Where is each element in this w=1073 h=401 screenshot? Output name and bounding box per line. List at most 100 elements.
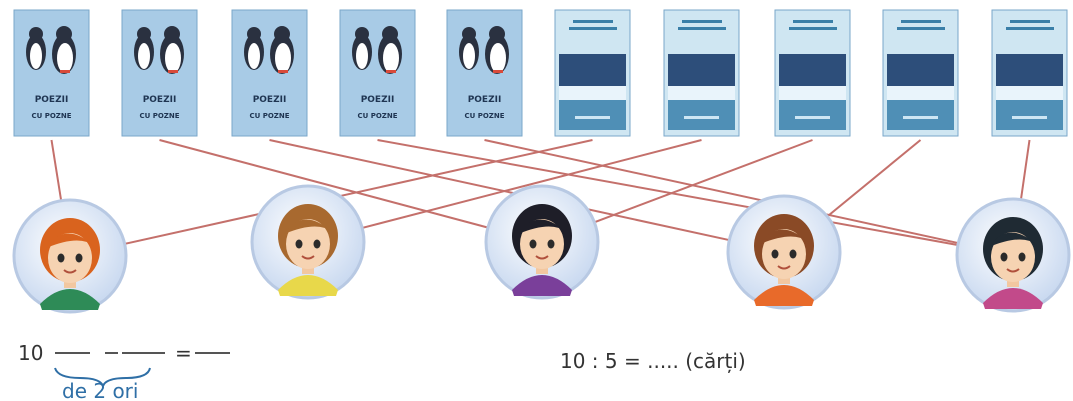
book-4[interactable]: POEZII CU POZNE: [339, 9, 416, 137]
child-2-avatar[interactable]: [250, 184, 366, 300]
penguin-icon: [378, 26, 402, 74]
shirt: [278, 275, 338, 296]
book-6[interactable]: [554, 9, 631, 137]
shirt: [512, 275, 572, 296]
eye: [789, 249, 797, 259]
cover-strip: [887, 86, 954, 100]
header-line: [1010, 20, 1050, 23]
brace-icon: [54, 367, 151, 389]
book-5[interactable]: POEZII CU POZNE: [446, 9, 523, 137]
cover-strip: [559, 86, 626, 100]
face: [762, 229, 806, 279]
eye: [529, 239, 537, 249]
connection-line: [590, 139, 813, 225]
connection-line: [50, 139, 63, 205]
connection-line: [358, 139, 702, 230]
book-cover: [13, 9, 90, 137]
connection-line: [269, 139, 734, 242]
cover-band: [996, 54, 1063, 86]
mouth: [63, 269, 77, 274]
book-10[interactable]: [991, 9, 1068, 137]
cover-bottom: [887, 100, 954, 130]
penguin-icon: [244, 27, 264, 70]
cover-strip: [779, 86, 846, 100]
eye: [1018, 252, 1026, 262]
cover-strip: [668, 86, 735, 100]
penguin-icon: [52, 26, 76, 74]
header-line: [789, 27, 837, 30]
book-1[interactable]: POEZII CU POZNE: [13, 9, 90, 137]
book-7[interactable]: [663, 9, 740, 137]
book-title: POEZII: [361, 95, 395, 105]
shirt: [983, 288, 1043, 309]
eye: [295, 239, 303, 249]
cover-band: [887, 54, 954, 86]
right-equation: 10 : 5 = ..... (cărți): [560, 349, 746, 373]
eye: [771, 249, 779, 259]
face: [991, 232, 1035, 282]
cover-band: [559, 54, 626, 86]
cover-band: [779, 54, 846, 86]
child-5-avatar[interactable]: [955, 197, 1071, 313]
book-cover: [446, 9, 523, 137]
connection-line: [823, 139, 922, 220]
header-line: [682, 20, 722, 23]
header-line: [901, 20, 941, 23]
header-line: [678, 27, 726, 30]
child-3-avatar[interactable]: [484, 184, 600, 300]
penguin-icon: [485, 26, 509, 74]
cover-bottom: [779, 100, 846, 130]
book-subtitle: CU POZNE: [249, 112, 289, 120]
penguin-icon: [459, 27, 479, 70]
left-equation: 10 = de 2 ori: [18, 341, 230, 401]
header-line: [897, 27, 945, 30]
cover-bottom: [996, 100, 1063, 130]
book-subtitle: CU POZNE: [31, 112, 71, 120]
book-subtitle: CU POZNE: [357, 112, 397, 120]
book-title: POEZII: [35, 95, 69, 105]
book-title: POEZII: [253, 95, 287, 105]
mouth: [1006, 268, 1020, 273]
eye: [75, 253, 83, 263]
penguin-icon: [270, 26, 294, 74]
left-note: de 2 ori: [62, 379, 138, 401]
book-title: POEZII: [143, 95, 177, 105]
cover-band: [668, 54, 735, 86]
eye: [57, 253, 65, 263]
eye: [313, 239, 321, 249]
book-9[interactable]: [882, 9, 959, 137]
book-subtitle: CU POZNE: [139, 112, 179, 120]
mouth: [301, 255, 315, 260]
cover-bottom: [559, 100, 626, 130]
mouth: [535, 255, 549, 260]
header-line: [573, 20, 613, 23]
child-1-avatar[interactable]: [12, 198, 128, 314]
face: [48, 233, 92, 283]
book-cover: [231, 9, 308, 137]
cover-strip: [996, 86, 1063, 100]
connection-line: [159, 139, 493, 230]
book-2[interactable]: POEZII CU POZNE: [121, 9, 198, 137]
connection-lines: [50, 139, 1031, 247]
shirt: [754, 285, 814, 306]
book-3[interactable]: POEZII CU POZNE: [231, 9, 308, 137]
shirt: [40, 289, 100, 310]
header-line: [1006, 27, 1054, 30]
book-title: POEZII: [468, 95, 502, 105]
book-8[interactable]: [774, 9, 851, 137]
book-cover: [339, 9, 416, 137]
header-line: [569, 27, 617, 30]
book-row: POEZII CU POZNE POEZII CU POZNE POEZII CU POZ…: [13, 9, 1068, 137]
connection-line: [1019, 139, 1031, 204]
left-equals: =: [175, 341, 192, 365]
header-line: [793, 20, 833, 23]
book-subtitle: CU POZNE: [464, 112, 504, 120]
connection-line: [120, 139, 593, 246]
children-row: [12, 184, 1071, 314]
face: [520, 219, 564, 269]
left-start-number: 10: [18, 341, 43, 365]
penguin-icon: [352, 27, 372, 70]
child-4-avatar[interactable]: [726, 194, 842, 310]
book-cover: [121, 9, 198, 137]
